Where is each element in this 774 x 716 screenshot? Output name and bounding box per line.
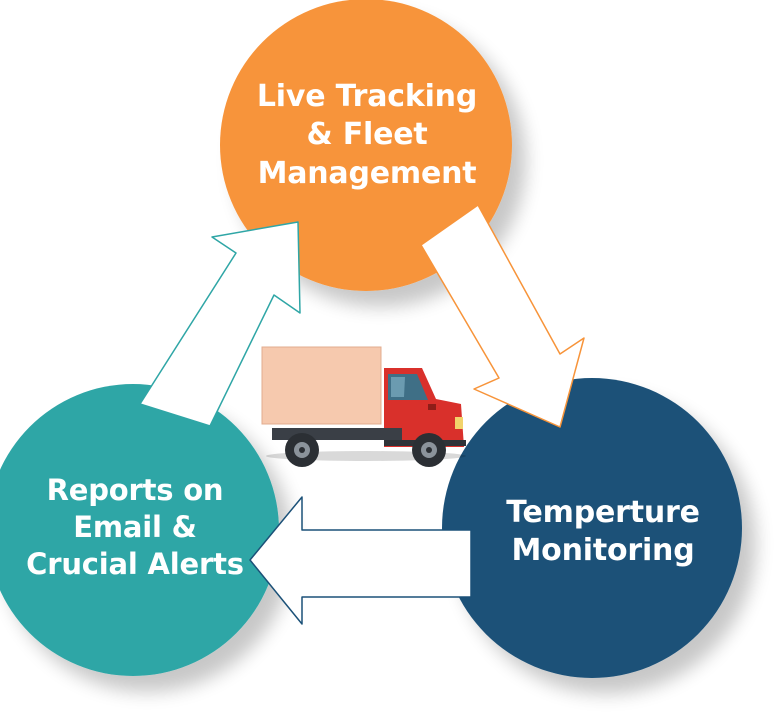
node-right-label: Temperture Monitoring <box>488 494 718 571</box>
node-left-line-3: Crucial Alerts <box>26 547 244 582</box>
arrow-top-to-right <box>420 204 585 428</box>
truck-cargo-box <box>262 347 381 424</box>
arrow-right-to-left <box>249 496 472 625</box>
node-right-line-1: Temperture <box>506 495 700 530</box>
arrow-left-to-top <box>139 221 301 427</box>
node-left-label: Reports on Email & Crucial Alerts <box>10 472 260 583</box>
node-left-line-1: Reports on <box>46 473 224 507</box>
delivery-truck-icon <box>261 346 466 467</box>
node-top-circle <box>220 0 512 291</box>
node-left-line-2: Email & <box>73 510 197 545</box>
node-top-label: Live Tracking & Fleet Management <box>232 78 502 193</box>
node-top-line-3: Management <box>257 155 477 191</box>
node-left-circle <box>0 384 279 676</box>
node-top-line-1: Live Tracking <box>256 79 478 114</box>
node-right-line-2: Monitoring <box>511 533 695 569</box>
node-right-circle <box>442 378 742 678</box>
node-top-line-2: & Fleet <box>306 117 428 153</box>
